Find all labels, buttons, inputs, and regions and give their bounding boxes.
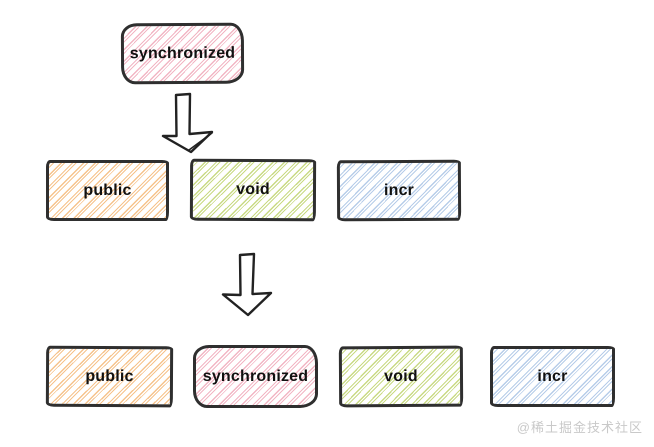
node-label: synchronized: [129, 44, 236, 62]
node-label: incr: [537, 367, 568, 385]
node-incr-mid: incr: [336, 159, 462, 222]
node-label: public: [85, 367, 134, 385]
down-arrow-icon: [161, 92, 214, 154]
node-void-bottom: void: [338, 345, 464, 408]
node-synchronized-root: synchronized: [120, 22, 245, 85]
node-incr-bottom: incr: [490, 346, 615, 407]
node-void-mid: void: [189, 158, 317, 222]
node-label: void: [384, 367, 418, 385]
watermark-text: @稀土掘金技术社区: [516, 420, 643, 435]
node-label: public: [83, 181, 132, 199]
down-arrow-icon: [221, 252, 273, 317]
node-public-bottom: public: [45, 345, 174, 408]
node-label: synchronized: [202, 367, 309, 385]
node-label: incr: [383, 181, 415, 199]
node-label: void: [236, 180, 270, 199]
node-synchronized-bottom: synchronized: [193, 345, 318, 408]
node-public-mid: public: [46, 160, 169, 221]
